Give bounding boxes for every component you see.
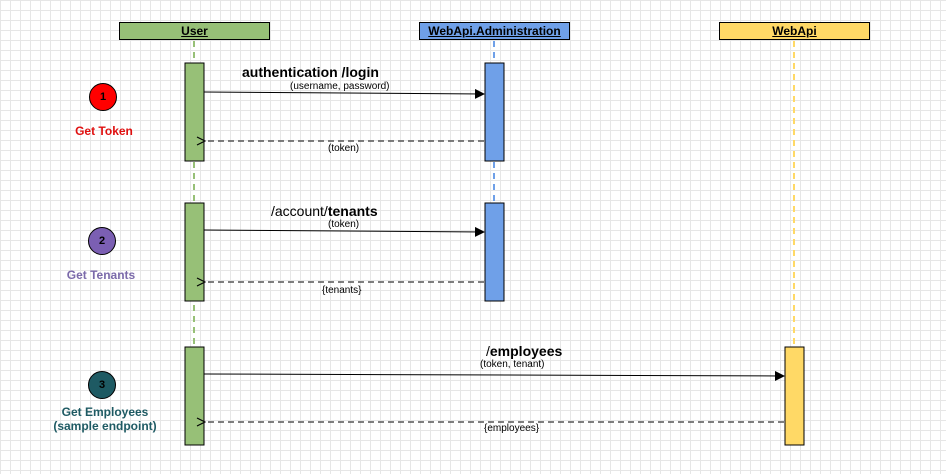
step-2-circle: 2 (88, 227, 116, 255)
user-activation-3 (184, 346, 205, 446)
employees-title-bold: employees (489, 343, 563, 359)
step-3-label-line2: (sample endpoint) (53, 419, 157, 433)
employees-message-title: /employees (486, 343, 562, 359)
tenants-message-title: /account/tenants (271, 203, 378, 219)
admin-activation-2 (484, 202, 505, 302)
participant-user: User (119, 22, 270, 40)
webapi-activation-3 (784, 346, 805, 446)
tenants-title-bold: tenants (327, 203, 378, 219)
step-2-label: Get Tenants (66, 268, 136, 282)
step-3-circle: 3 (88, 371, 116, 399)
user-activation-1 (184, 62, 205, 162)
login-message-params: (username, password) (290, 81, 390, 92)
participant-admin-label: WebApi.Administration (428, 24, 561, 38)
tenants-response-label: {tenants} (322, 285, 362, 296)
employees-response-label: {employees} (484, 423, 540, 434)
step-2-number: 2 (98, 235, 106, 247)
employees-title-plain: / (486, 343, 490, 359)
tenants-title-plain: /account/ (271, 203, 328, 219)
participant-webapi-label: WebApi (772, 24, 817, 38)
participant-user-label: User (181, 24, 208, 38)
step-1-number: 1 (99, 91, 107, 103)
step-1-label: Get Token (75, 124, 133, 138)
login-response-label: (token) (328, 143, 360, 154)
tenants-message-params: (token) (328, 219, 360, 230)
login-title-plain: authentication / (242, 64, 346, 80)
step-3-label: Get Employees (sample endpoint) (40, 405, 170, 433)
tenants-request-arrow (203, 226, 485, 237)
login-message-title: authentication /login (242, 64, 379, 80)
step-1-circle: 1 (89, 83, 117, 111)
employees-message-params: (token, tenant) (480, 359, 545, 370)
admin-activation-1 (484, 62, 505, 162)
participant-webapi-administration: WebApi.Administration (419, 22, 570, 40)
login-title-bold: login (345, 64, 379, 80)
user-activation-2 (184, 202, 205, 302)
employees-request-arrow (203, 370, 785, 381)
login-request-arrow (203, 88, 485, 99)
step-3-number: 3 (98, 379, 106, 391)
step-3-label-line1: Get Employees (61, 405, 149, 419)
participant-webapi: WebApi (719, 22, 870, 40)
